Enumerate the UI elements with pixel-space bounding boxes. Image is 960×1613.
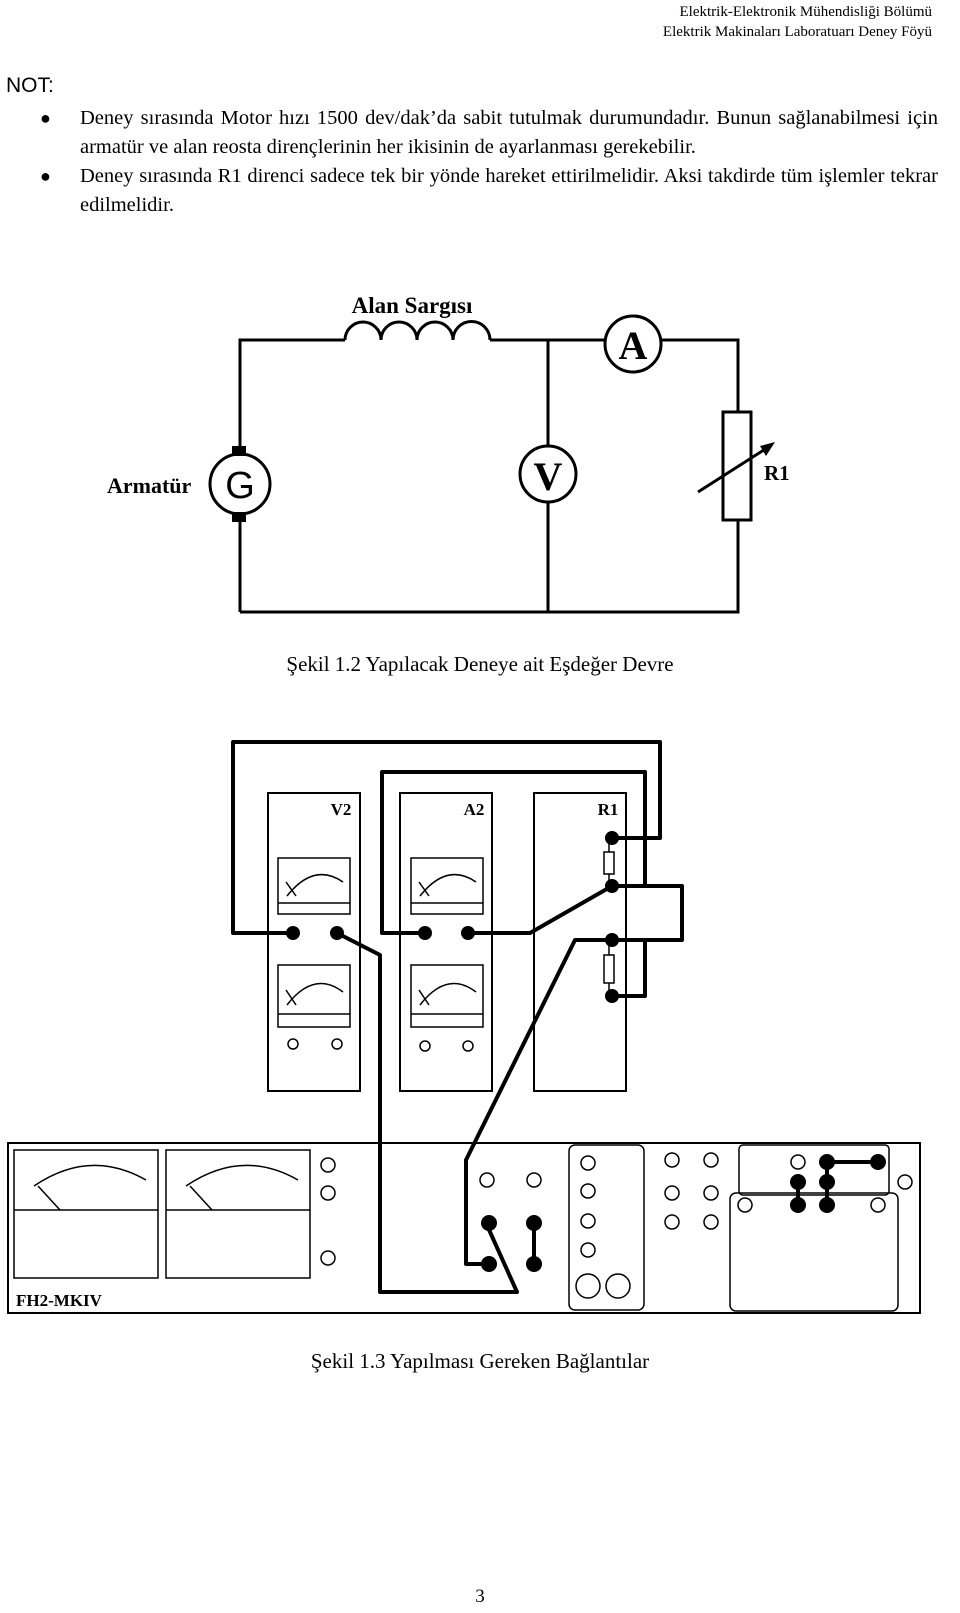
note-item: ● Deney sırasında R1 direnci sadece tek … bbox=[28, 162, 938, 220]
open-terminal-icon bbox=[703, 1214, 719, 1230]
voltmeter-symbol: V bbox=[534, 454, 563, 499]
open-terminal-icon bbox=[580, 1213, 596, 1229]
connected-terminal-icon bbox=[605, 879, 619, 893]
connection-wire bbox=[464, 938, 614, 1266]
open-terminal-icon bbox=[320, 1185, 336, 1201]
panel-terminal-block bbox=[568, 1144, 645, 1311]
connected-terminal-icon bbox=[461, 926, 475, 940]
open-terminal-icon bbox=[790, 1154, 806, 1170]
note-item-text: Deney sırasında R1 direnci sadece tek bi… bbox=[80, 165, 938, 216]
figure-1-2-caption: Şekil 1.2 Yapılacak Deneye ait Eşdeğer D… bbox=[286, 652, 674, 676]
connected-terminal-icon bbox=[605, 933, 619, 947]
resistor-icon bbox=[603, 851, 615, 875]
module-v2-label: V2 bbox=[331, 800, 352, 819]
connection-wire bbox=[466, 884, 614, 935]
field-winding-label: Alan Sargısı bbox=[352, 293, 473, 318]
header-course: Elektrik Makinaları Laboratuarı Deney Fö… bbox=[662, 24, 932, 40]
connected-terminal-icon bbox=[526, 1215, 542, 1231]
open-terminal-icon bbox=[462, 1040, 474, 1052]
connected-terminal-icon bbox=[605, 831, 619, 845]
open-terminal-icon bbox=[703, 1185, 719, 1201]
page-header: Elektrik-Elektronik Mühendisliği Bölümü … bbox=[663, 2, 932, 42]
generator-symbol: G bbox=[225, 465, 255, 507]
resistor-arrow-icon bbox=[697, 444, 771, 494]
connected-terminal-icon bbox=[330, 926, 344, 940]
connected-terminal-icon bbox=[481, 1215, 497, 1231]
open-terminal-icon bbox=[419, 1040, 431, 1052]
connection-wire bbox=[610, 938, 647, 998]
connected-terminal-icon bbox=[819, 1174, 835, 1190]
note-item-text: Deney sırasında Motor hızı 1500 dev/dak’… bbox=[80, 107, 938, 158]
circuit-wire bbox=[660, 338, 740, 412]
panel-terminal-block bbox=[738, 1144, 890, 1196]
ammeter-icon bbox=[603, 314, 663, 374]
open-terminal-icon bbox=[664, 1185, 680, 1201]
meter-window-icon bbox=[277, 857, 351, 915]
meter-window-icon bbox=[410, 857, 484, 915]
resistor-r1-icon bbox=[721, 410, 753, 522]
header-department: Elektrik-Elektronik Mühendisliği Bölümü bbox=[679, 4, 932, 20]
open-terminal-icon bbox=[605, 1273, 631, 1299]
connected-terminal-icon bbox=[605, 989, 619, 1003]
meter-window-icon bbox=[277, 964, 351, 1028]
open-terminal-icon bbox=[580, 1242, 596, 1258]
armature-label: Armatür bbox=[107, 473, 192, 498]
open-terminal-icon bbox=[575, 1273, 601, 1299]
base-panel-frame bbox=[7, 1142, 921, 1314]
open-terminal-icon bbox=[580, 1183, 596, 1199]
connected-terminal-icon bbox=[819, 1197, 835, 1213]
open-terminal-icon bbox=[320, 1157, 336, 1173]
panel-label: FH2-MKIV bbox=[16, 1291, 103, 1310]
page-number: 3 bbox=[475, 1586, 485, 1607]
connection-wire bbox=[610, 884, 684, 942]
equivalent-circuit-diagram: Alan Sargısı Armatür G V A R1 bbox=[107, 293, 790, 614]
connection-wire bbox=[231, 740, 662, 935]
module-r1-label: R1 bbox=[598, 800, 619, 819]
figure-1-3-caption: Şekil 1.3 Yapılması Gereken Bağlantılar bbox=[310, 1349, 650, 1373]
connected-terminal-icon bbox=[526, 1256, 542, 1272]
circuit-wire bbox=[240, 520, 740, 614]
open-terminal-icon bbox=[580, 1155, 596, 1171]
brush-bottom-icon bbox=[232, 512, 246, 522]
note-list: ● Deney sırasında Motor hızı 1500 dev/da… bbox=[28, 104, 938, 220]
connected-terminal-icon bbox=[481, 1256, 497, 1272]
connected-terminal-icon bbox=[870, 1154, 886, 1170]
open-terminal-icon bbox=[737, 1197, 753, 1213]
note-item: ● Deney sırasında Motor hızı 1500 dev/da… bbox=[28, 104, 938, 162]
bullet-icon: ● bbox=[40, 108, 51, 128]
resistor-r1-label: R1 bbox=[764, 461, 790, 485]
connected-terminal-icon bbox=[790, 1174, 806, 1190]
open-terminal-icon bbox=[331, 1038, 343, 1050]
connection-wire bbox=[335, 931, 519, 1294]
resistor-icon bbox=[603, 954, 615, 984]
open-terminal-icon bbox=[897, 1174, 913, 1190]
open-terminal-icon bbox=[870, 1197, 886, 1213]
bullet-icon: ● bbox=[40, 166, 51, 186]
field-coil-icon bbox=[343, 320, 492, 341]
panel-terminal-block bbox=[729, 1192, 899, 1312]
resistor-arrowhead-icon bbox=[760, 442, 775, 456]
voltmeter-icon bbox=[518, 444, 578, 504]
module-a2-label: A2 bbox=[464, 800, 485, 819]
module-a2-frame bbox=[399, 792, 493, 1092]
note-title: NOT: bbox=[6, 74, 54, 97]
open-terminal-icon bbox=[526, 1172, 542, 1188]
panel-meter-icon bbox=[13, 1149, 159, 1279]
open-terminal-icon bbox=[664, 1214, 680, 1230]
open-terminal-icon bbox=[703, 1152, 719, 1168]
brush-top-icon bbox=[232, 446, 246, 456]
connected-terminal-icon bbox=[286, 926, 300, 940]
connected-terminal-icon bbox=[790, 1197, 806, 1213]
wiring-diagram: V2 A2 R1 FH2-MKIV bbox=[7, 740, 921, 1314]
panel-meter-icon bbox=[165, 1149, 311, 1279]
connected-terminal-icon bbox=[819, 1154, 835, 1170]
open-terminal-icon bbox=[320, 1250, 336, 1266]
open-terminal-icon bbox=[287, 1038, 299, 1050]
open-terminal-icon bbox=[479, 1172, 495, 1188]
open-terminal-icon bbox=[664, 1152, 680, 1168]
ammeter-symbol: A bbox=[619, 323, 648, 368]
meter-window-icon bbox=[410, 964, 484, 1028]
connected-terminal-icon bbox=[418, 926, 432, 940]
module-v2-frame bbox=[267, 792, 361, 1092]
